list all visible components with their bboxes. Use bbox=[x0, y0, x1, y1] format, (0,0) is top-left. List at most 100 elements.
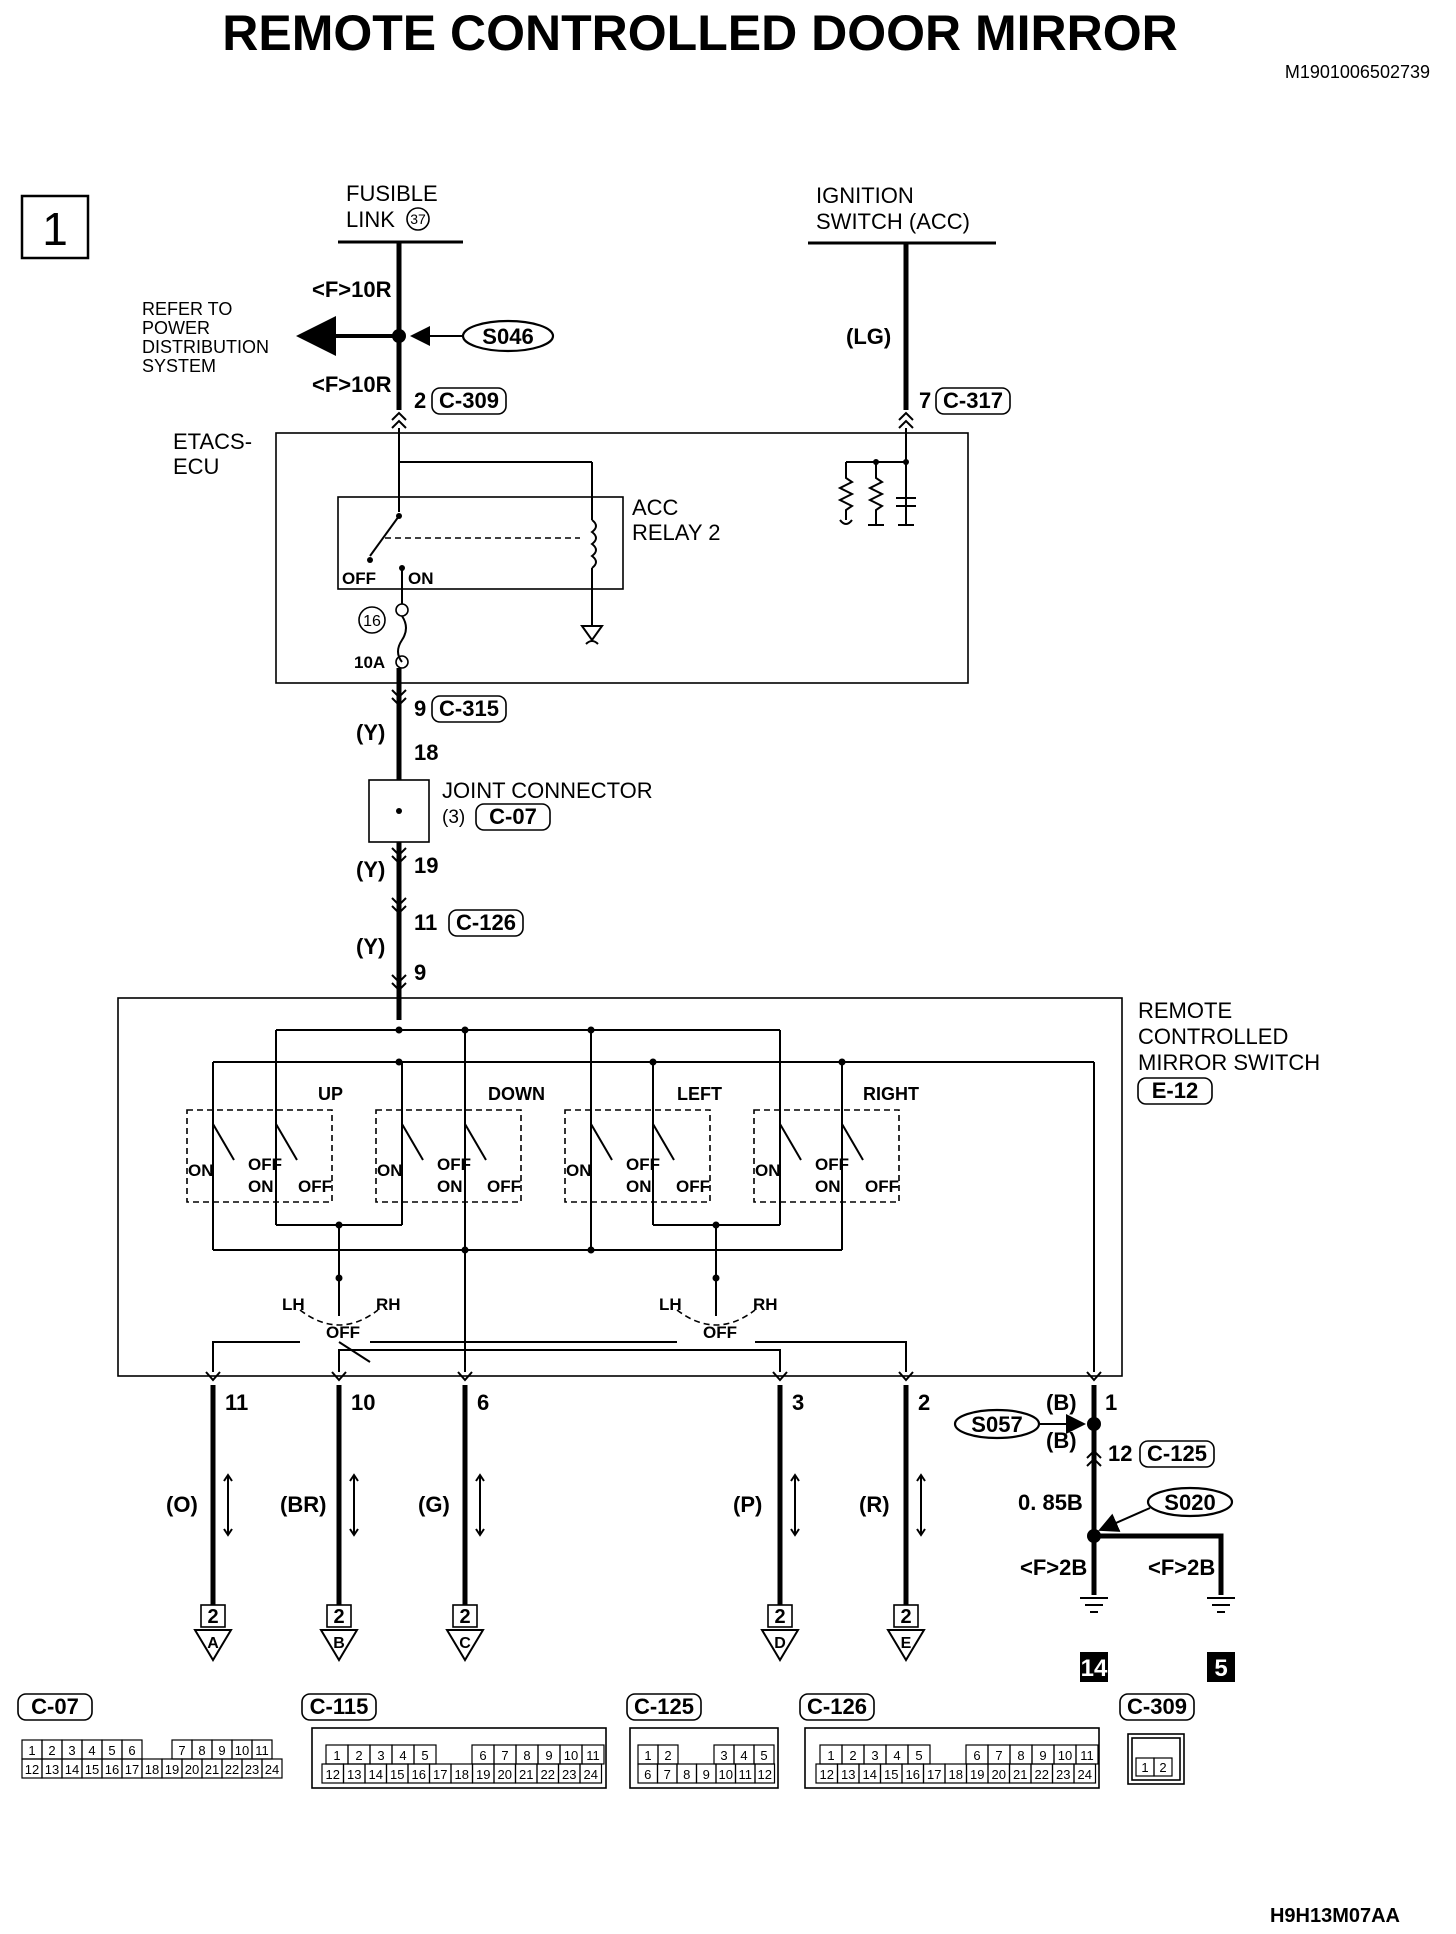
destination-a-label: A bbox=[207, 1635, 219, 1652]
switch-up-on-2: ON bbox=[248, 1177, 274, 1196]
pin-c125-5: 5 bbox=[760, 1748, 767, 1763]
pin-c07-15: 15 bbox=[85, 1762, 99, 1777]
connector-view-c126-label: C-126 bbox=[807, 1694, 867, 1719]
pin-c115-10: 10 bbox=[564, 1748, 578, 1763]
destination-e-label: E bbox=[901, 1635, 912, 1652]
pin-c126-23: 23 bbox=[1056, 1767, 1070, 1782]
pin-c126-11: 11 bbox=[1080, 1748, 1094, 1763]
connector-c315-tag-label: C-315 bbox=[439, 696, 499, 721]
selector-1-lh: LH bbox=[282, 1295, 305, 1314]
pin-c115-16: 16 bbox=[412, 1767, 426, 1782]
joint-connector-label: JOINT CONNECTOR bbox=[442, 778, 653, 803]
switch-right-off: OFF bbox=[815, 1155, 849, 1174]
refer-to-text-3: DISTRIBUTION bbox=[142, 337, 269, 357]
destination-d-label: D bbox=[774, 1635, 786, 1652]
pin-6: 6 bbox=[477, 1390, 489, 1415]
switch-left-off: OFF bbox=[626, 1155, 660, 1174]
destination-e: 2 E bbox=[886, 1604, 926, 1662]
pin-c309-2-cell bbox=[1153, 1757, 1173, 1777]
wire-label-085b: 0. 85B bbox=[1018, 1490, 1083, 1515]
current-direction-arrows bbox=[223, 1473, 926, 1537]
pin-c115-3: 3 bbox=[377, 1748, 384, 1763]
pin-c125-4: 4 bbox=[740, 1748, 747, 1763]
wire-label-g: (G) bbox=[418, 1492, 450, 1517]
pin-c125-12: 12 bbox=[758, 1767, 772, 1782]
pin-c125-8: 8 bbox=[683, 1767, 690, 1782]
pin-c125-3: 3 bbox=[720, 1748, 727, 1763]
connector-c315-tag bbox=[431, 695, 507, 723]
pin-c126-4: 4 bbox=[893, 1748, 900, 1763]
splice-s020-label: S020 bbox=[1164, 1490, 1215, 1515]
pin-c07-13: 13 bbox=[45, 1762, 59, 1777]
pin-c126-13: 13 bbox=[841, 1767, 855, 1782]
connector-c309-tag bbox=[431, 387, 507, 415]
switch-up-on: ON bbox=[188, 1161, 214, 1180]
switch-right-on: ON bbox=[755, 1161, 781, 1180]
pin-c07-9: 9 bbox=[218, 1743, 225, 1758]
pin-c115-14: 14 bbox=[369, 1767, 383, 1782]
pin-c07-11: 11 bbox=[255, 1743, 269, 1758]
connector-c309-tag-label: C-309 bbox=[439, 388, 499, 413]
mirror-switch-label-2: CONTROLLED bbox=[1138, 1024, 1288, 1049]
acc-relay-label: ACC bbox=[632, 495, 679, 520]
pin-c07-14: 14 bbox=[65, 1762, 79, 1777]
destination-a-sheet: 2 bbox=[207, 1606, 218, 1628]
pin-c115-1: 1 bbox=[333, 1748, 340, 1763]
pin-c07-1: 1 bbox=[28, 1743, 35, 1758]
pin-c07-10: 10 bbox=[235, 1743, 249, 1758]
switch-left: LEFT ON OFF ON OFF bbox=[564, 1084, 722, 1203]
mirror-switch-label: REMOTE bbox=[1138, 998, 1232, 1023]
resistor-icon-2 bbox=[867, 462, 885, 526]
switch-down: DOWN ON OFF ON OFF bbox=[375, 1084, 545, 1203]
refer-to-text: REFER TO bbox=[142, 299, 232, 319]
pin-c07-18: 18 bbox=[145, 1762, 159, 1777]
ground-icon-2 bbox=[1207, 1597, 1235, 1613]
pin-c115-9: 9 bbox=[545, 1748, 552, 1763]
ignition-switch-label: IGNITION bbox=[816, 183, 914, 208]
mirror-switch-label-3: MIRROR SWITCH bbox=[1138, 1050, 1320, 1075]
connector-c317-symbol bbox=[898, 411, 914, 429]
switch-right-on-2: ON bbox=[815, 1177, 841, 1196]
pin-c126-1: 1 bbox=[827, 1748, 834, 1763]
wire-label-br: (BR) bbox=[280, 1492, 326, 1517]
pin-c115-15: 15 bbox=[390, 1767, 404, 1782]
pin-c115-5: 5 bbox=[421, 1748, 428, 1763]
switch-up: UP ON OFF ON OFF bbox=[186, 1084, 343, 1203]
pin-c07-7: 7 bbox=[178, 1743, 185, 1758]
switch-left-off-2: OFF bbox=[676, 1177, 710, 1196]
pin-c126-2: 2 bbox=[849, 1748, 856, 1763]
destination-e-sheet: 2 bbox=[900, 1606, 911, 1628]
fusible-link-label-2: LINK bbox=[346, 207, 395, 232]
pin-12-c125: 12 bbox=[1108, 1441, 1132, 1466]
wire-label-lg: (LG) bbox=[846, 324, 891, 349]
pin-c115-24: 24 bbox=[584, 1767, 598, 1782]
selector-1-rh: RH bbox=[376, 1295, 401, 1314]
connector-c07-tag-label: C-07 bbox=[489, 804, 537, 829]
selector-2-rh: RH bbox=[753, 1295, 778, 1314]
pin-c07-3: 3 bbox=[68, 1743, 75, 1758]
pin-c07-23: 23 bbox=[245, 1762, 259, 1777]
connector-view-c309-label: C-309 bbox=[1127, 1694, 1187, 1719]
pin-c126-7: 7 bbox=[995, 1748, 1002, 1763]
connector-e12-tag bbox=[1137, 1077, 1213, 1105]
pin-c126-20: 20 bbox=[992, 1767, 1006, 1782]
ignition-switch-label-2: SWITCH (ACC) bbox=[816, 209, 970, 234]
relay-ground-icon bbox=[580, 625, 604, 645]
ground-14: 14 bbox=[1081, 1655, 1108, 1682]
destination-b-label: B bbox=[333, 1635, 345, 1652]
splice-s020 bbox=[1146, 1486, 1234, 1518]
pin-c07-16: 16 bbox=[105, 1762, 119, 1777]
pin-c115-11: 11 bbox=[586, 1748, 600, 1763]
pin-11: 11 bbox=[225, 1390, 248, 1415]
pin-c125-11: 11 bbox=[739, 1767, 753, 1782]
selector-2-off: OFF bbox=[703, 1323, 737, 1342]
pin-c115-18: 18 bbox=[455, 1767, 469, 1782]
page-number: 1 bbox=[42, 203, 68, 255]
switch-down-off: OFF bbox=[437, 1155, 471, 1174]
wire-label-f10r-bottom: <F>10R bbox=[312, 372, 392, 397]
pin-c115-17: 17 bbox=[433, 1767, 447, 1782]
mirror-switch-box bbox=[117, 997, 1123, 1377]
pin-2-c309: 2 bbox=[414, 388, 426, 413]
pin-c126-24: 24 bbox=[1078, 1767, 1092, 1782]
